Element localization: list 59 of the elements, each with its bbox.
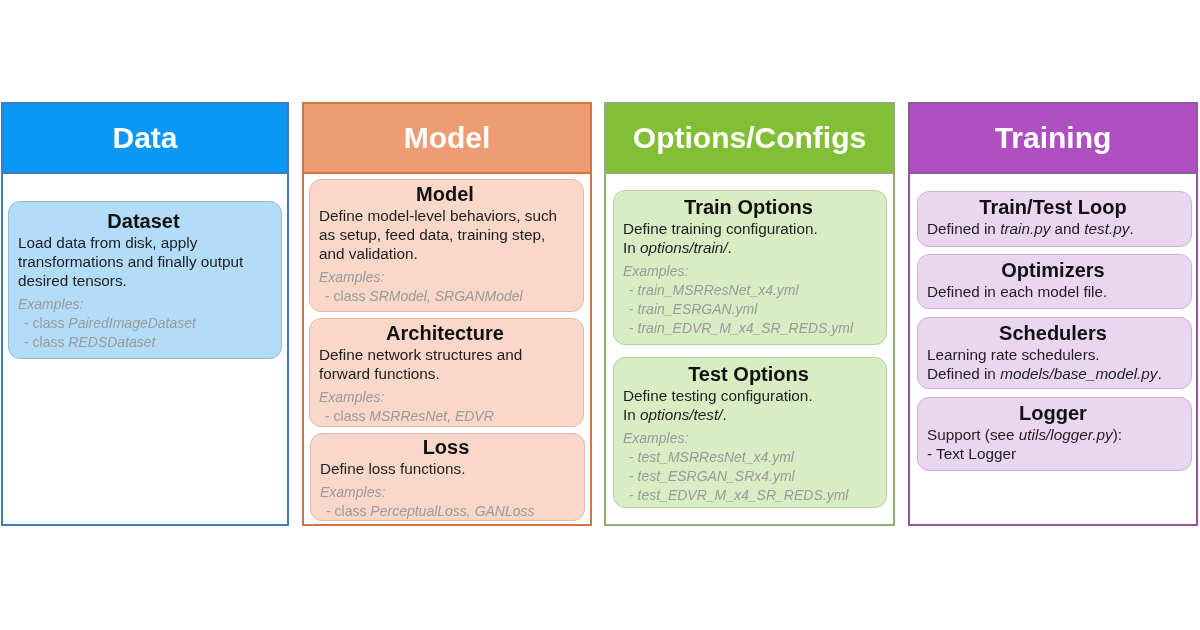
example-item: - train_MSRResNet_x4.yml	[628, 281, 800, 300]
description-text: Define model-level behaviors, such as setup, feed data, training step, and validation.	[319, 206, 559, 263]
component-card	[917, 254, 1192, 309]
column-panel	[1, 102, 289, 526]
description-text: Defined in each model file.	[927, 282, 1109, 301]
examples-label: Examples:	[623, 262, 690, 281]
examples-label: Examples:	[319, 268, 386, 287]
card-title: Train Options	[683, 196, 814, 219]
description-text: In options/train/.	[623, 238, 733, 257]
card-title: Schedulers	[998, 322, 1108, 345]
card-title: Model	[415, 183, 475, 206]
description-text: Defined in train.py and test.py.	[927, 219, 1135, 238]
card-title: Dataset	[106, 210, 181, 233]
column-panel	[908, 102, 1198, 526]
example-item: - class PairedImageDataset	[23, 314, 198, 333]
example-item: - test_ESRGAN_SRx4.yml	[628, 467, 796, 486]
description-text: Load data from disk, apply transformations and finally output desired tensors.	[18, 233, 245, 290]
card-title: Loss	[421, 436, 471, 459]
example-item: - test_MSRResNet_x4.yml	[628, 448, 795, 467]
component-card	[309, 318, 584, 427]
description-text: Define network structures and forward functions.	[319, 345, 524, 383]
description-text: Define training configuration.	[623, 219, 819, 238]
panel-header: Options/Configs	[606, 104, 893, 174]
card-title: Train/Test Loop	[978, 196, 1128, 219]
example-item: - train_EDVR_M_x4_SR_REDS.yml	[628, 319, 855, 338]
description-text: Defined in models/base_model.py.	[927, 364, 1163, 383]
card-title: Test Options	[687, 363, 810, 386]
description-text: - Text Logger	[927, 444, 1017, 463]
description-text: Support (see utils/logger.py):	[927, 425, 1124, 444]
card-title: Optimizers	[1000, 259, 1106, 282]
examples-label: Examples:	[319, 388, 386, 407]
example-item: - class MSRResNet, EDVR	[324, 407, 495, 426]
examples-label: Examples:	[320, 483, 387, 502]
component-card	[310, 433, 585, 521]
example-item: - class PerceptualLoss, GANLoss	[325, 502, 536, 521]
example-item: - train_ESRGAN.yml	[628, 300, 759, 319]
component-card	[917, 317, 1192, 389]
component-card	[613, 357, 887, 508]
description-text: Define loss functions.	[320, 459, 467, 478]
panel-header: Data	[3, 104, 287, 174]
panel-header: Training	[910, 104, 1196, 174]
description-text: Learning rate schedulers.	[927, 345, 1101, 364]
example-item: - test_EDVR_M_x4_SR_REDS.yml	[628, 486, 850, 505]
column-panel	[302, 102, 592, 526]
component-card	[309, 179, 584, 312]
example-item: - class REDSDataset	[23, 333, 157, 352]
component-card	[8, 201, 282, 359]
description-text: Define testing configuration.	[623, 386, 814, 405]
example-item: - class SRModel, SRGANModel	[324, 287, 524, 306]
column-panel	[604, 102, 895, 526]
component-card	[917, 191, 1192, 247]
card-title: Architecture	[385, 322, 505, 345]
examples-label: Examples:	[18, 295, 85, 314]
component-card	[917, 397, 1192, 471]
description-text: In options/test/.	[623, 405, 728, 424]
component-card	[613, 190, 887, 345]
examples-label: Examples:	[623, 429, 690, 448]
panel-header: Model	[304, 104, 590, 174]
card-title: Logger	[1018, 402, 1088, 425]
